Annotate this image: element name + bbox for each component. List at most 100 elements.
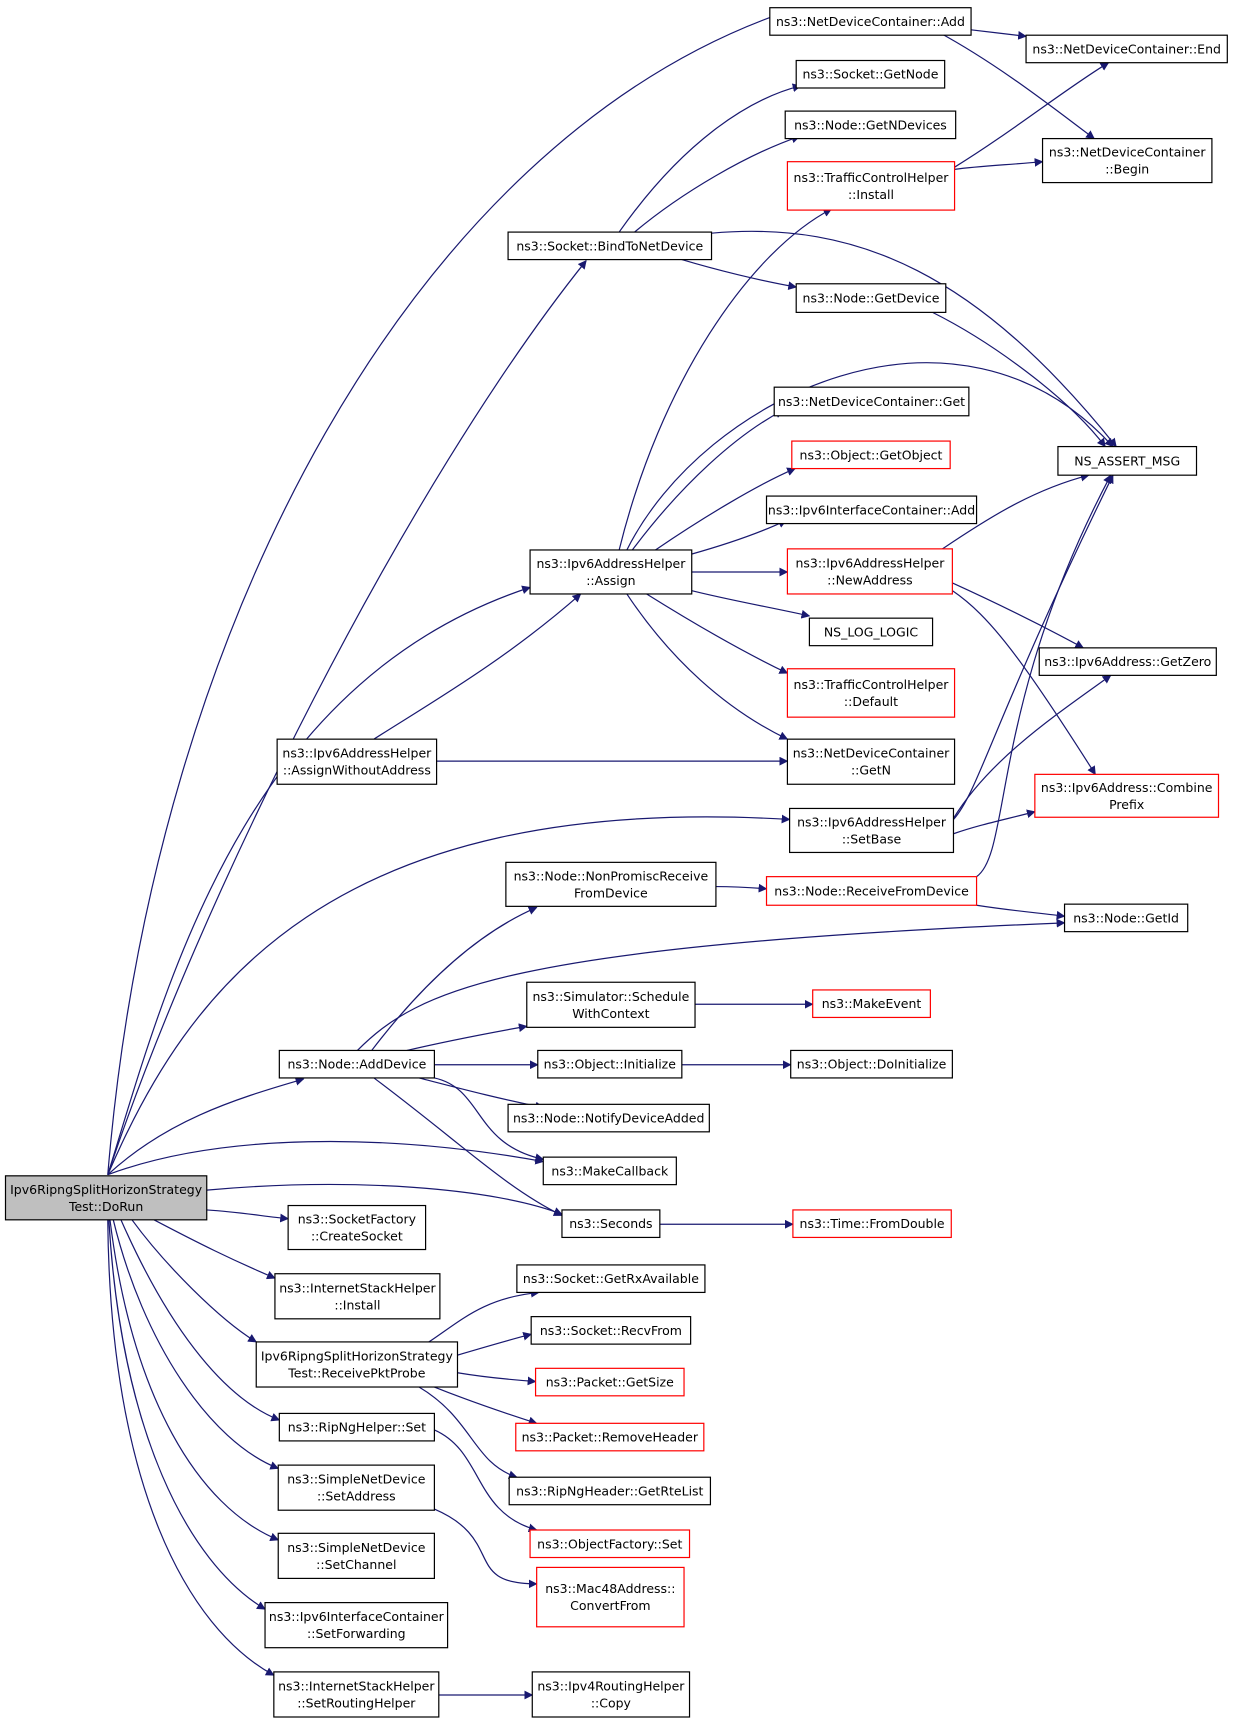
node-makeevent[interactable]: ns3::MakeEvent: [812, 989, 931, 1019]
node-ripnghelper-set[interactable]: ns3::RipNgHelper::Set: [278, 1412, 435, 1442]
node-node-adddevice[interactable]: ns3::Node::AddDevice: [278, 1049, 435, 1079]
node-obj-getobject[interactable]: ns3::Object::GetObject: [791, 440, 951, 470]
call-edge-to-ipv6ic-setforwarding: [108, 1219, 266, 1610]
call-edge-to-ns-assert: [942, 472, 1090, 550]
call-edge-to-tch-install: [618, 208, 833, 551]
node-label-line: ::Begin: [1105, 162, 1149, 177]
node-ipv6ah-assign[interactable]: ns3::Ipv6AddressHelper::Assign: [529, 549, 693, 595]
node-node-getid[interactable]: ns3::Node::GetId: [1063, 903, 1189, 933]
node-packet-removeheader[interactable]: ns3::Packet::RemoveHeader: [515, 1422, 705, 1452]
node-box: [1038, 647, 1217, 676]
node-ipv6ic-setforwarding[interactable]: ns3::Ipv6InterfaceContainer::SetForwardi…: [264, 1602, 449, 1649]
node-label-line: ConvertFrom: [570, 1598, 650, 1613]
node-label-line: ns3::RipNgHeader::GetRteList: [516, 1483, 703, 1498]
node-label-line: WithContext: [572, 1006, 649, 1021]
call-edge-to-receivepktprobe: [131, 1219, 257, 1343]
node-ipv4rh-copy[interactable]: ns3::Ipv4RoutingHelper::Copy: [531, 1671, 691, 1718]
node-label-line: ns3::Ipv6AddressHelper: [536, 556, 686, 571]
node-node-getndevices[interactable]: ns3::Node::GetNDevices: [784, 110, 957, 140]
node-box: [507, 1103, 710, 1133]
node-ipv6ah-assignwo[interactable]: ns3::Ipv6AddressHelper::AssignWithoutAdd…: [276, 738, 438, 785]
node-socket-getrx[interactable]: ns3::Socket::GetRxAvailable: [516, 1264, 706, 1294]
call-edge-to-objfactory-set: [434, 1429, 538, 1533]
node-socket-recvfrom[interactable]: ns3::Socket::RecvFrom: [530, 1316, 692, 1345]
call-edge-to-ipv6ah-assign: [107, 585, 531, 1175]
call-edge-to-ns-assert: [626, 362, 1114, 551]
node-label-line: ns3::Object::GetObject: [800, 447, 943, 462]
node-mac48-convert[interactable]: ns3::Mac48Address::ConvertFrom: [536, 1566, 685, 1628]
node-box: [507, 231, 713, 261]
node-ndc-add[interactable]: ns3::NetDeviceContainer::Add: [769, 7, 972, 36]
node-label-line: ns3::Ipv6Address::GetZero: [1044, 654, 1211, 669]
node-ndc-begin[interactable]: ns3::NetDeviceContainer::Begin: [1041, 137, 1213, 184]
node-box: [790, 1049, 953, 1079]
node-box: [278, 1049, 435, 1079]
node-label-line: Test::DoRun: [68, 1199, 143, 1214]
call-edge-to-socket-getrx: [428, 1288, 540, 1343]
node-label-line: ns3::MakeCallback: [551, 1163, 669, 1178]
node-ndc-end[interactable]: ns3::NetDeviceContainer::End: [1025, 34, 1228, 64]
node-label-line: Prefix: [1109, 797, 1144, 812]
node-tch-default[interactable]: ns3::TrafficControlHelper::Default: [786, 668, 956, 718]
node-receivepktprobe[interactable]: Ipv6RipngSplitHorizonStrategyTest::Recei…: [255, 1341, 459, 1388]
node-label-line: ::SetChannel: [316, 1557, 396, 1572]
node-seconds[interactable]: ns3::Seconds: [561, 1209, 661, 1239]
node-ndc-get[interactable]: ns3::NetDeviceContainer::Get: [773, 386, 970, 417]
node-packet-getsize[interactable]: ns3::Packet::GetSize: [534, 1367, 685, 1397]
node-ipv6addr-getzero[interactable]: ns3::Ipv6Address::GetZero: [1038, 647, 1217, 676]
node-box: [786, 548, 953, 595]
node-label-line: Ipv6RipngSplitHorizonStrategy: [10, 1182, 203, 1197]
node-snd-setchannel[interactable]: ns3::SimpleNetDevice::SetChannel: [277, 1532, 435, 1580]
node-socket-getnode[interactable]: ns3::Socket::GetNode: [795, 59, 946, 89]
call-edge-to-node-nonpromisc: [371, 906, 538, 1051]
node-box: [537, 1049, 683, 1079]
node-label-line: ns3::SimpleNetDevice: [287, 1540, 425, 1555]
node-label-line: ::Install: [848, 187, 894, 202]
node-ish-install[interactable]: ns3::InternetStackHelper::Install: [274, 1273, 441, 1320]
call-edge-to-obj-getobject: [655, 467, 796, 551]
call-edge-to-tch-default: [646, 593, 789, 674]
node-ipv6ah-newaddr[interactable]: ns3::Ipv6AddressHelper::NewAddress: [786, 548, 953, 595]
node-label-line: ns3::Seconds: [569, 1216, 652, 1231]
node-ripngheader-getrte[interactable]: ns3::RipNgHeader::GetRteList: [508, 1476, 712, 1506]
call-edge-to-snd-setaddress: [112, 1219, 280, 1470]
node-ndc-getn[interactable]: ns3::NetDeviceContainer::GetN: [786, 738, 956, 785]
node-ipv6ah-setbase[interactable]: ns3::Ipv6AddressHelper::SetBase: [789, 807, 955, 854]
node-tch-install[interactable]: ns3::TrafficControlHelper::Install: [786, 161, 956, 211]
node-ns-assert[interactable]: NS_ASSERT_MSG: [1057, 445, 1198, 476]
call-edge-to-sim-schedule: [406, 1023, 528, 1052]
node-label-line: NS_ASSERT_MSG: [1074, 453, 1180, 468]
node-socket-bind[interactable]: ns3::Socket::BindToNetDevice: [507, 231, 713, 261]
node-snd-setaddress[interactable]: ns3::SimpleNetDevice::SetAddress: [277, 1464, 435, 1511]
node-label-line: ns3::Packet::GetSize: [546, 1375, 674, 1390]
node-label-line: Test::ReceivePktProbe: [287, 1365, 425, 1380]
node-objfactory-set[interactable]: ns3::ObjectFactory::Set: [529, 1529, 691, 1559]
call-edge-to-ipv6addr-getzero: [952, 674, 1112, 819]
node-sf-createsocket[interactable]: ns3::SocketFactory::CreateSocket: [287, 1204, 427, 1251]
node-time-fromdouble[interactable]: ns3::Time::FromDouble: [792, 1209, 952, 1239]
node-box: [531, 1671, 691, 1718]
node-box: [4, 1175, 208, 1221]
node-box: [1063, 903, 1189, 933]
node-node-getdevice[interactable]: ns3::Node::GetDevice: [795, 283, 947, 313]
node-ish-setrouting[interactable]: ns3::InternetStackHelper::SetRoutingHelp…: [273, 1671, 440, 1718]
node-node-notify[interactable]: ns3::Node::NotifyDeviceAdded: [507, 1103, 710, 1133]
node-box: [542, 1156, 677, 1186]
call-edge-to-socket-bind: [107, 259, 587, 1175]
node-label-line: ns3::NetDeviceContainer: [793, 746, 950, 761]
node-makecallback[interactable]: ns3::MakeCallback: [542, 1156, 677, 1186]
node-obj-initialize[interactable]: ns3::Object::Initialize: [537, 1049, 683, 1079]
node-ns-log-logic[interactable]: NS_LOG_LOGIC: [808, 617, 934, 647]
call-edge-to-ndc-add: [107, 12, 780, 1175]
node-obj-doinitialize[interactable]: ns3::Object::DoInitialize: [790, 1049, 953, 1079]
call-edge-to-ipv6ah-assign: [373, 593, 582, 740]
call-edge-to-ndc-begin: [954, 158, 1044, 170]
call-edge-to-ish-setrouting: [107, 1219, 275, 1676]
node-node-receive[interactable]: ns3::Node::ReceiveFromDevice: [765, 876, 978, 906]
node-ipv6ic-add[interactable]: ns3::Ipv6InterfaceContainer::Add: [765, 495, 978, 525]
